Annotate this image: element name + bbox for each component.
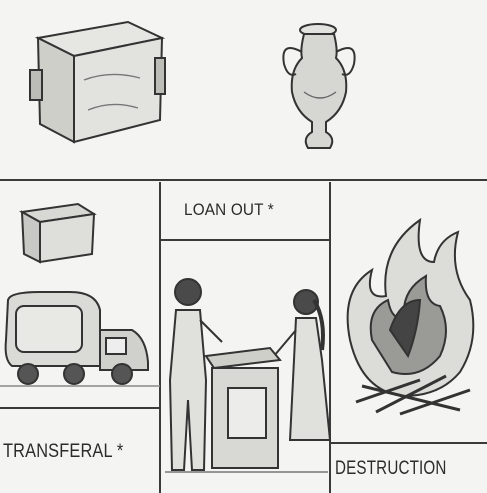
transferal-label: TRANSFERAL * xyxy=(3,441,123,463)
fire-icon xyxy=(348,220,474,414)
people-with-crate-icon xyxy=(165,279,330,472)
loan-out-label: LOAN OUT * xyxy=(184,200,274,220)
crate-icon xyxy=(30,22,165,142)
destruction-label: DESTRUCTION xyxy=(335,458,447,480)
vase-icon xyxy=(283,24,354,148)
small-crate-icon xyxy=(22,204,94,262)
truck-icon xyxy=(0,292,160,386)
